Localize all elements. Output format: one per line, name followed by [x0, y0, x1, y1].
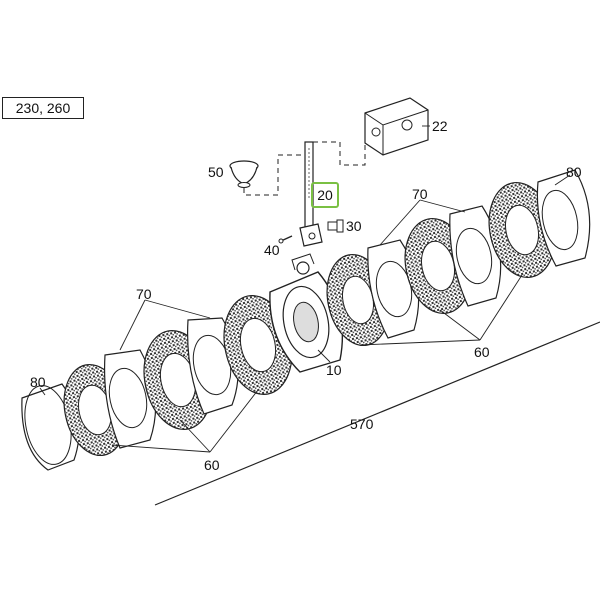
callout-20-highlighted[interactable]: 20 [311, 182, 339, 208]
callout-40[interactable]: 40 [264, 242, 280, 258]
part-30-bolt [327, 219, 344, 233]
callout-70-left[interactable]: 70 [136, 286, 152, 302]
callout-60-right[interactable]: 60 [474, 344, 490, 360]
leader-80-right [554, 174, 571, 186]
callout-80-right[interactable]: 80 [566, 164, 582, 180]
connector-20-22 [313, 141, 366, 166]
connector-50-20 [243, 154, 305, 196]
part-40-pin [278, 235, 293, 244]
leaders-70-right [379, 199, 466, 246]
leaders-70-left [119, 299, 211, 351]
callout-570[interactable]: 570 [350, 416, 374, 432]
leader-10 [317, 349, 331, 363]
callout-30[interactable]: 30 [346, 218, 362, 234]
part-80-right-plate [536, 169, 591, 267]
callout-50[interactable]: 50 [208, 164, 224, 180]
part-50-cap [229, 160, 259, 188]
callout-80-left[interactable]: 80 [30, 374, 46, 390]
part-10-hub [269, 253, 344, 373]
leaders-60-left [111, 389, 259, 453]
part-22-block [364, 97, 429, 156]
leader-80-left [39, 387, 46, 396]
part-20-rod [299, 141, 323, 247]
callout-70-right[interactable]: 70 [412, 186, 428, 202]
callout-22[interactable]: 22 [432, 118, 448, 134]
callout-10[interactable]: 10 [326, 362, 342, 378]
leaders-60-right [359, 274, 523, 346]
callout-60-left[interactable]: 60 [204, 457, 220, 473]
model-number-box: 230, 260 [2, 97, 84, 119]
axis-line [154, 321, 600, 506]
